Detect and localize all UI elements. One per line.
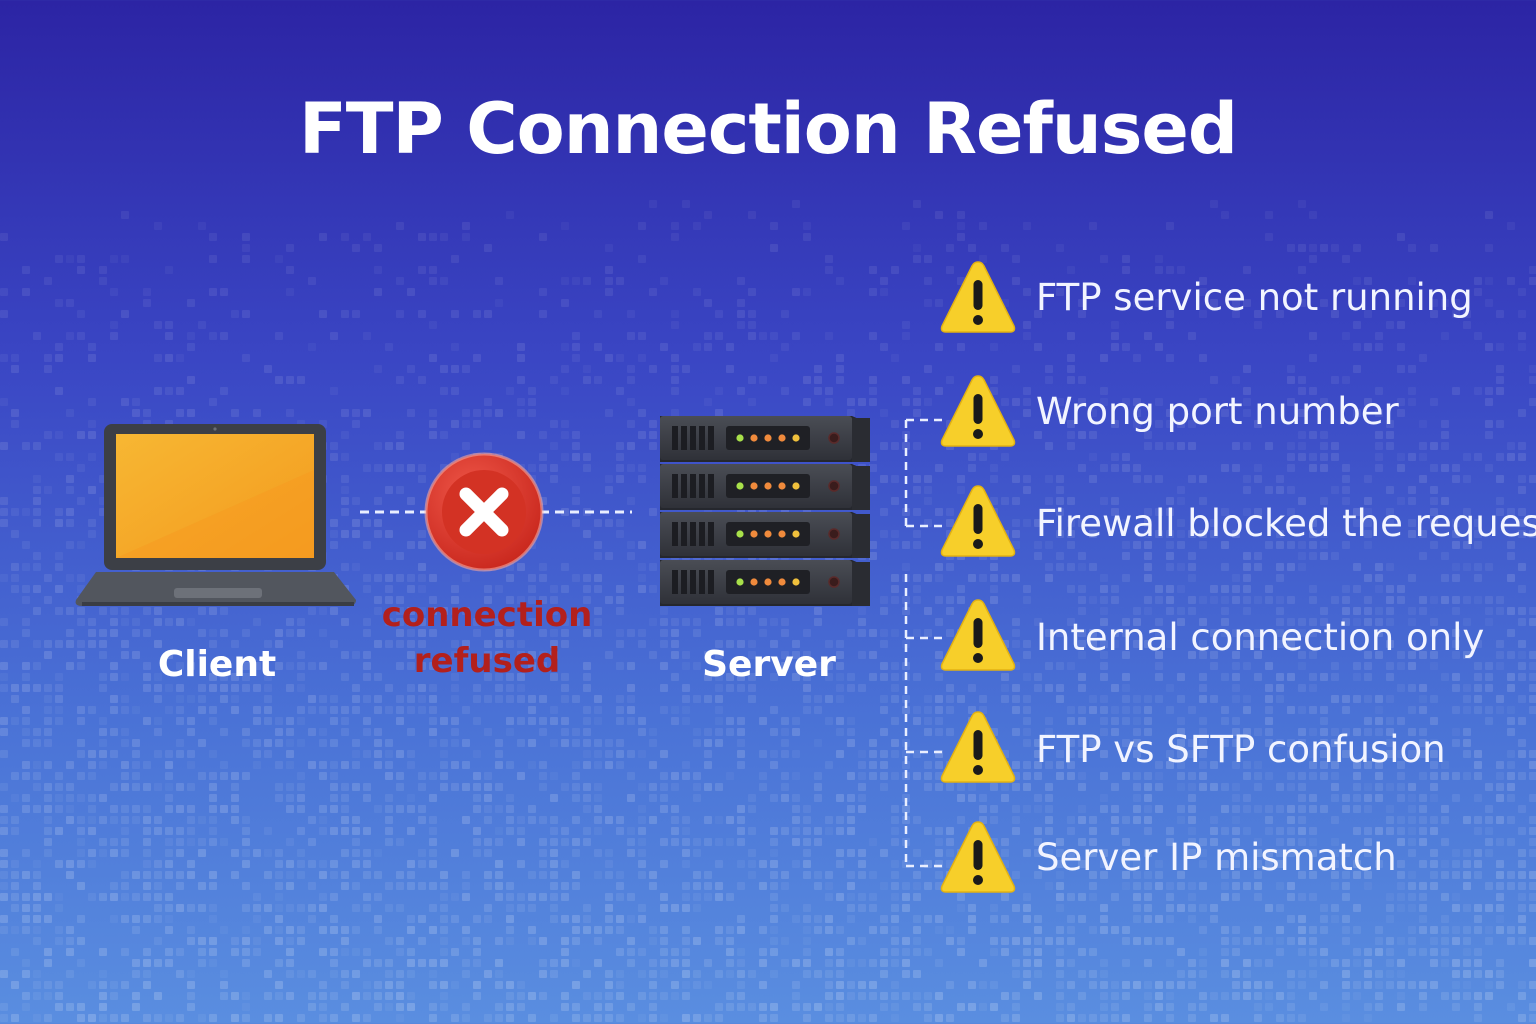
status-led — [778, 434, 786, 442]
status-led — [736, 578, 744, 586]
status-led — [736, 482, 744, 490]
server-unit — [660, 560, 870, 606]
cause-ip-mismatch: Server IP mismatch — [1036, 836, 1397, 879]
status-led — [750, 530, 758, 538]
cause-connectors — [904, 418, 946, 868]
client-label: Client — [157, 644, 277, 685]
status-led — [750, 578, 758, 586]
status-led — [778, 578, 786, 586]
cause-service-not-running: FTP service not running — [1036, 276, 1473, 319]
status-line-1: connection — [381, 595, 593, 635]
cause-firewall-blocked: Firewall blocked the request — [1036, 502, 1536, 545]
warning-icon — [940, 599, 1016, 671]
status-led — [750, 434, 758, 442]
server-label: Server — [702, 644, 836, 685]
server-unit — [660, 416, 870, 462]
status-led — [764, 578, 772, 586]
laptop-icon — [75, 424, 356, 606]
page-title: FTP Connection Refused — [298, 88, 1238, 170]
status-led — [750, 482, 758, 490]
connection-refused-label: connection refused — [372, 592, 602, 684]
cause-ftp-vs-sftp: FTP vs SFTP confusion — [1036, 728, 1446, 771]
cause-internal-only: Internal connection only — [1036, 616, 1485, 659]
warning-icon — [940, 261, 1016, 333]
status-led — [736, 434, 744, 442]
cause-wrong-port: Wrong port number — [1036, 390, 1399, 433]
status-led — [778, 530, 786, 538]
warning-icon — [940, 485, 1016, 557]
status-led — [792, 482, 800, 490]
warning-icon — [940, 821, 1016, 893]
power-indicator — [828, 528, 840, 540]
status-led — [792, 530, 800, 538]
status-led — [778, 482, 786, 490]
status-led — [764, 482, 772, 490]
server-rack-icon — [660, 416, 870, 606]
power-indicator — [828, 480, 840, 492]
status-led — [792, 434, 800, 442]
status-led — [764, 434, 772, 442]
error-x-icon — [424, 452, 544, 572]
power-indicator — [828, 576, 840, 588]
status-led — [736, 530, 744, 538]
server-unit — [660, 512, 870, 558]
status-line-2: refused — [413, 641, 561, 681]
status-led — [764, 530, 772, 538]
warning-icon — [940, 375, 1016, 447]
warning-icon — [940, 711, 1016, 783]
power-indicator — [828, 432, 840, 444]
status-led — [792, 578, 800, 586]
server-unit — [660, 464, 870, 510]
